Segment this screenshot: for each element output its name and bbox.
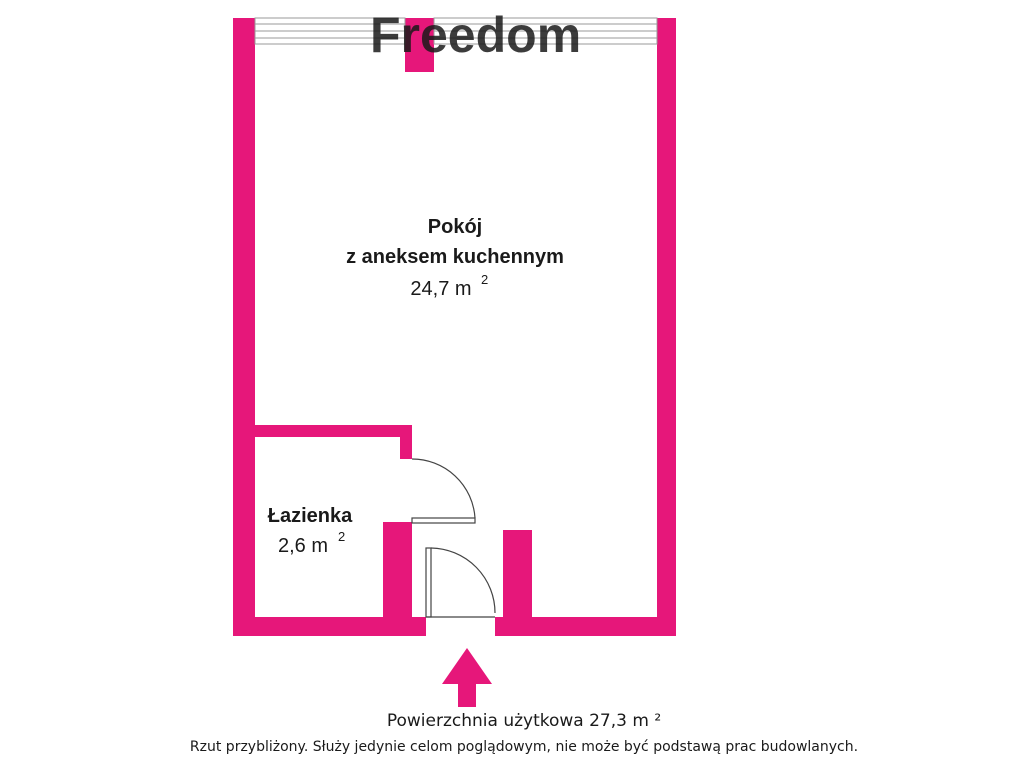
entrance-door [425, 547, 496, 618]
windows [254, 17, 658, 45]
room-living-area: 24,7 m [410, 278, 471, 300]
window-right [433, 17, 658, 45]
right-wall [657, 18, 676, 636]
bottom-wall-right [495, 617, 676, 636]
arrow-up-icon [442, 648, 492, 707]
left-wall [233, 18, 255, 636]
room-living: Pokój z aneksem kuchennym 24,7 m 2 [346, 216, 564, 300]
room-bathroom: Łazienka 2,6 m 2 [268, 505, 353, 557]
walls [233, 18, 676, 636]
bathroom-wall-upper [400, 425, 412, 459]
window-pillar [405, 18, 434, 72]
watermark-logo: Freedom [370, 7, 581, 63]
bathroom-wall-lower [383, 522, 412, 617]
room-living-name: Pokój [428, 216, 482, 238]
room-bathroom-area-unit: 2 [338, 529, 345, 544]
room-living-area-unit: 2 [481, 272, 488, 287]
room-bathroom-area: 2,6 m [278, 535, 328, 557]
bathroom-top-wall [255, 425, 410, 437]
window-left [254, 17, 406, 45]
room-living-subtitle: z aneksem kuchennym [346, 246, 564, 268]
total-area: Powierzchnia użytkowa 27,3 m ² [386, 711, 662, 731]
entrance-pillar [503, 530, 532, 620]
disclaimer: Rzut przybliżony. Służy jedynie celom po… [189, 739, 859, 755]
bottom-wall-left [233, 617, 426, 636]
bathroom-door [411, 458, 476, 524]
room-bathroom-name: Łazienka [268, 505, 353, 527]
